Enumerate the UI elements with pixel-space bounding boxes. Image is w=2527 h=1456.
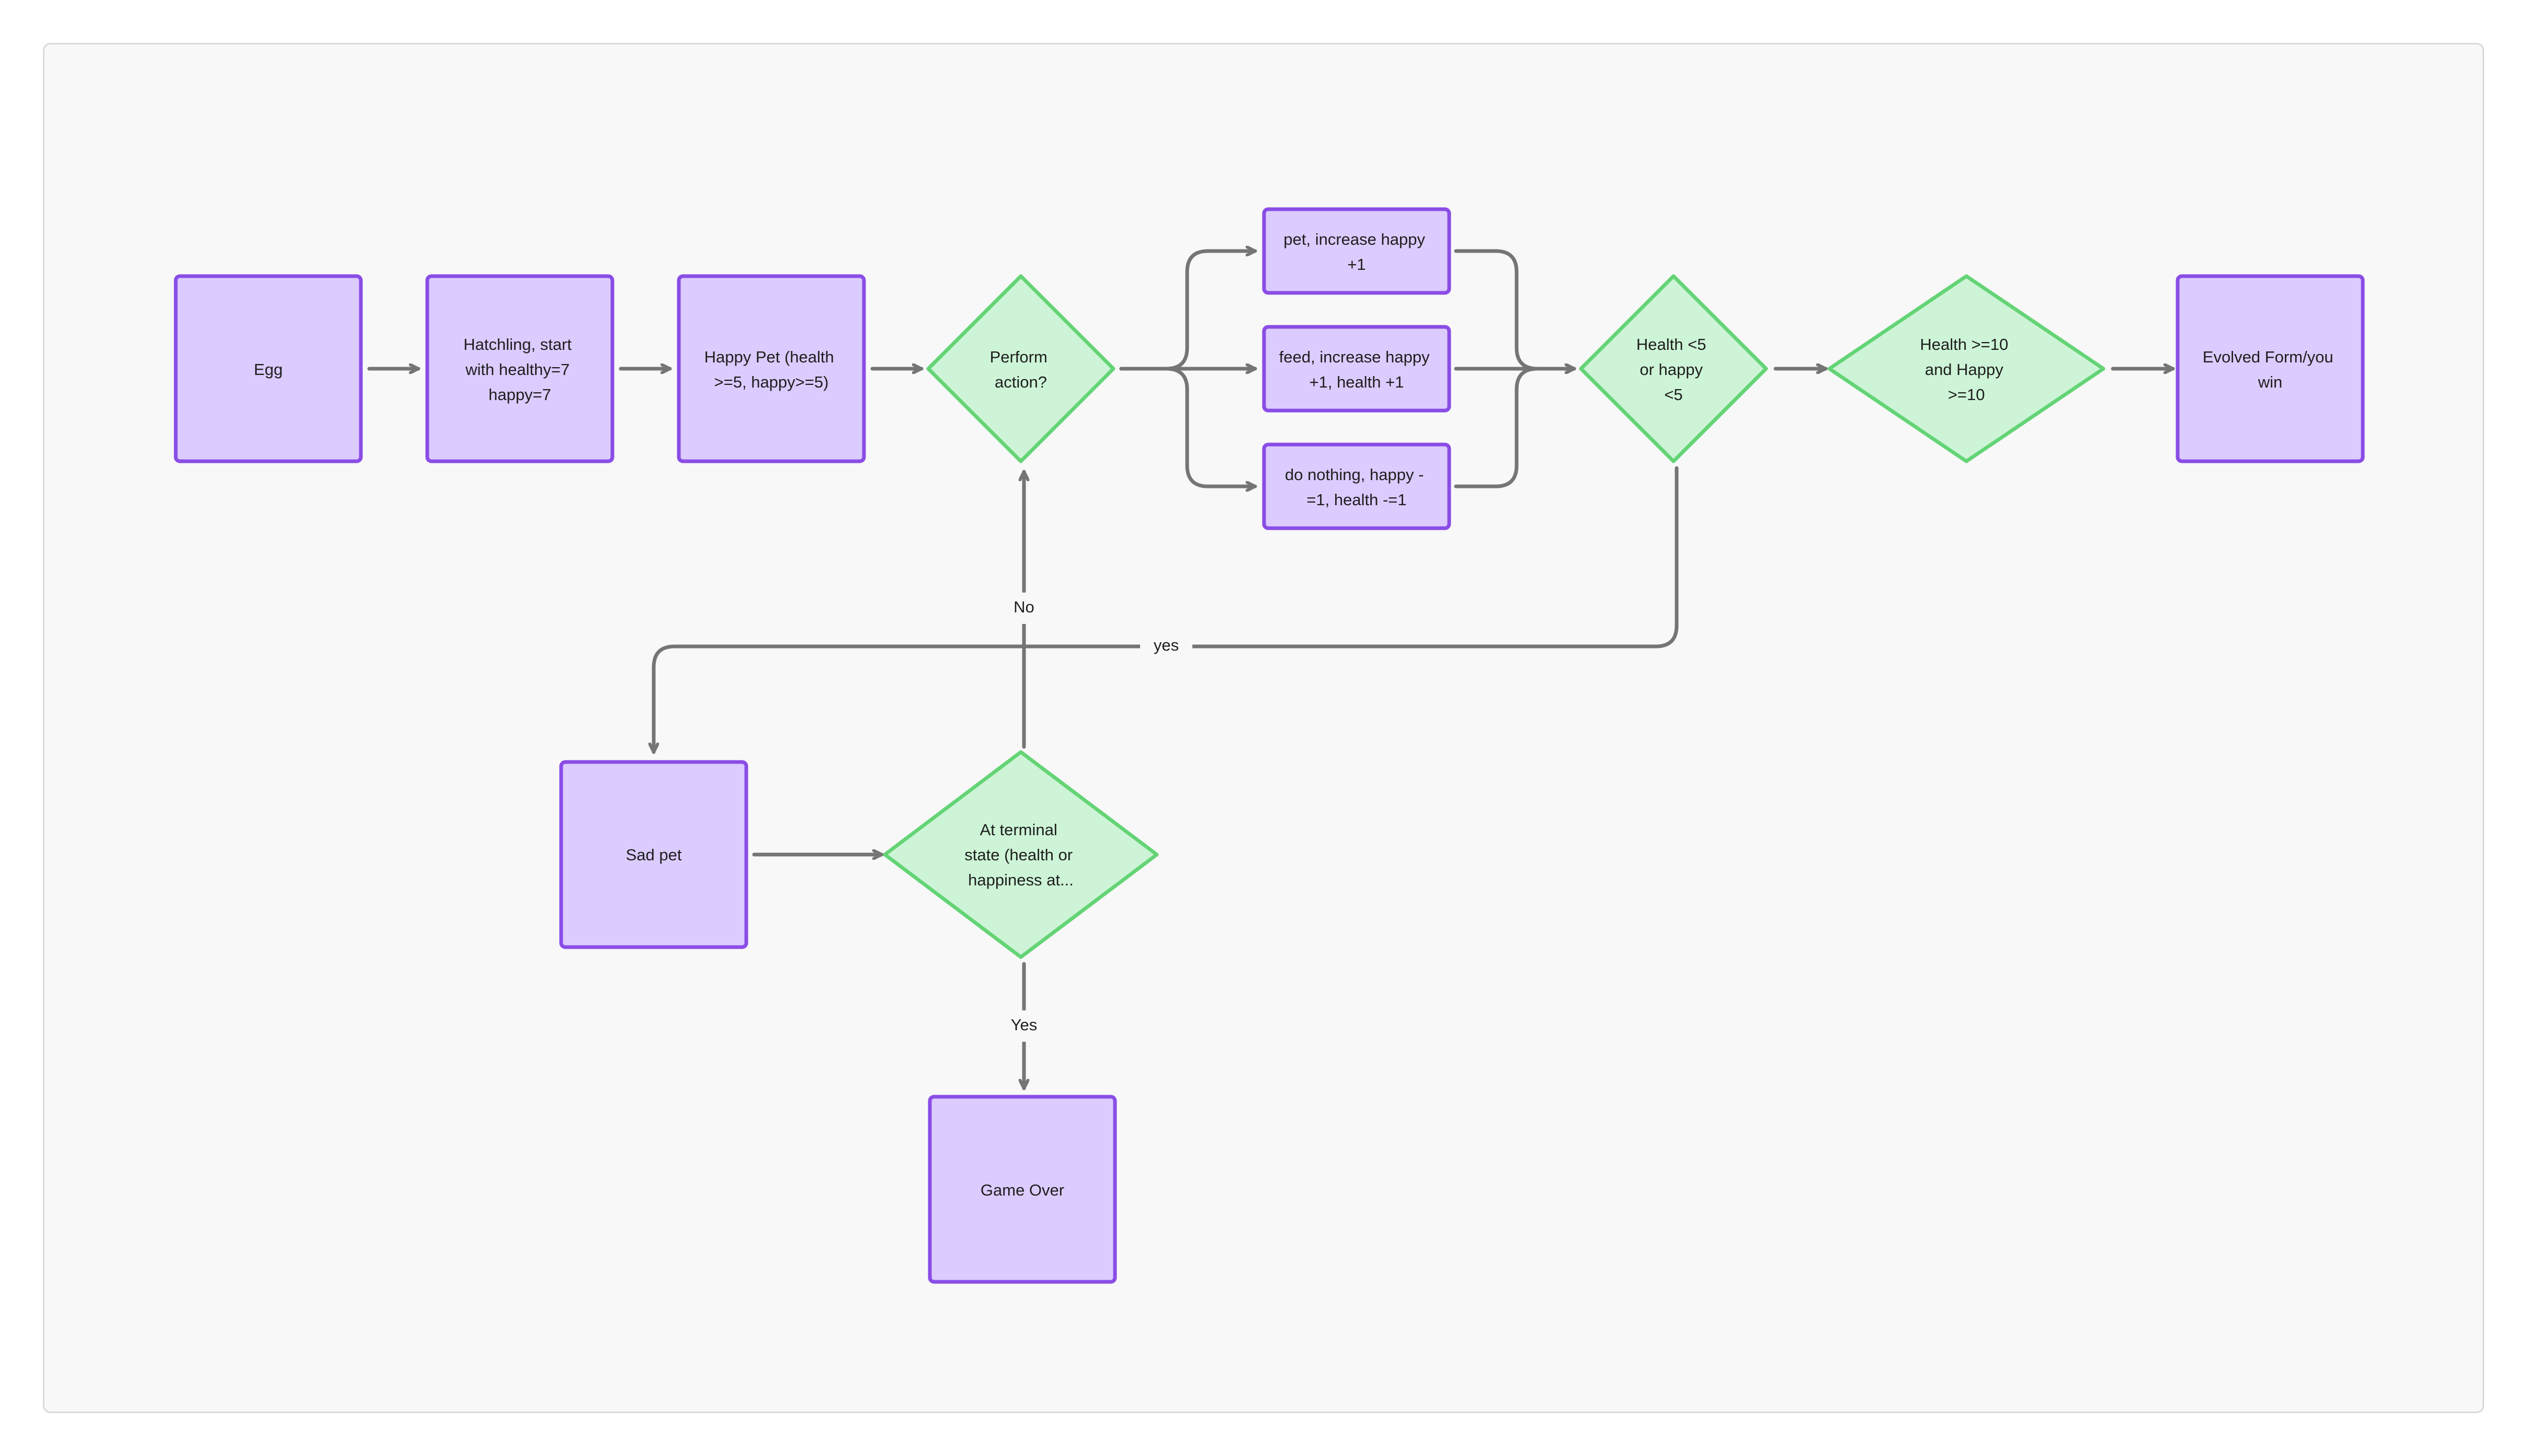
svg-text:Hatchling, start with he: Hatchling, start with healthy=7 happy=7: [463, 335, 576, 404]
node-feed-line-2: +1, health +1: [1310, 373, 1404, 391]
node-hatchling-line-1: Hatchling, start: [463, 335, 572, 354]
node-hatchling: Hatchling, start with healthy=7 happy=7: [425, 274, 614, 463]
edge-label-yes-lower: yes: [1154, 636, 1179, 654]
node-game-over: Game Over: [928, 1095, 1117, 1284]
node-do-nothing-line-2: =1, health -=1: [1306, 491, 1406, 509]
decision-win-check-line-1: Health >=10: [1920, 335, 2008, 354]
node-sad-pet: Sad pet: [559, 760, 748, 949]
node-hatchling-line-2: with healthy=7: [465, 360, 570, 379]
decision-win-check-line-2: and Happy: [1925, 360, 2004, 379]
decision-terminal-line-2: state (health or: [964, 846, 1073, 864]
node-pet-line-1: pet, increase happy: [1283, 230, 1425, 248]
svg-text:do nothing, happy - =1,: do nothing, happy - =1, health -=1: [1285, 465, 1428, 509]
svg-text:Egg: Egg: [254, 360, 282, 379]
svg-text:feed, increase happy +1,: feed, increase happy +1, health +1: [1279, 348, 1434, 391]
edge-health-sadpet: [654, 466, 1679, 754]
decision-win-check-line-3: >=10: [1948, 385, 1985, 404]
node-happy-pet-line-1: Happy Pet (health: [704, 348, 834, 366]
node-game-over-line-1: Game Over: [981, 1181, 1064, 1199]
node-happy-pet-line-2: >=5, happy>=5): [714, 373, 829, 391]
node-egg-line-1: Egg: [254, 360, 282, 379]
svg-text:Sad pet: Sad pet: [626, 846, 682, 864]
decision-perform-action-line-2: action?: [995, 373, 1047, 391]
node-sad-pet-line-1: Sad pet: [626, 846, 682, 864]
node-evolved: Evolved Form/you win: [2176, 274, 2365, 463]
node-egg: Egg: [174, 274, 363, 463]
edge-perform-donothing: [1119, 367, 1257, 486]
svg-text:Evolved Form/you win: Evolved Form/you win: [2203, 348, 2338, 391]
node-evolved-line-2: win: [2258, 373, 2283, 391]
svg-text:Happy Pet (health >=5, h: Happy Pet (health >=5, happy>=5): [704, 348, 839, 391]
decision-health-check-line-3: <5: [1664, 385, 1682, 404]
edge-label-yes-terminal: Yes: [1011, 1016, 1038, 1034]
decision-terminal-line-1: At terminal: [980, 821, 1057, 839]
svg-text:Game Over: Game Over: [981, 1181, 1064, 1199]
decision-health-check-line-2: or happy: [1640, 360, 1703, 379]
edge-label-no: No: [1014, 598, 1034, 616]
node-do-nothing: do nothing, happy - =1, health -=1: [1262, 442, 1451, 530]
decision-health-check: Health <5 or happy <5: [1579, 274, 1768, 463]
svg-text:Health >=10 and Happy: Health >=10 and Happy >=10: [1920, 335, 2013, 404]
node-feed-line-1: feed, increase happy: [1279, 348, 1430, 366]
svg-text:Health <5 or happy: Health <5 or happy <5: [1636, 335, 1711, 404]
edge-pet-health: [1454, 249, 1576, 369]
node-happy-pet: Happy Pet (health >=5, happy>=5): [677, 274, 866, 463]
node-evolved-line-1: Evolved Form/you: [2203, 348, 2334, 366]
decision-terminal-line-3: happiness at...: [968, 871, 1074, 889]
edge-donothing-health: [1454, 369, 1576, 488]
edge-perform-pet: [1119, 251, 1257, 371]
node-feed: feed, increase happy +1, health +1: [1262, 325, 1451, 413]
node-pet-line-2: +1: [1347, 255, 1365, 274]
node-do-nothing-line-1: do nothing, happy -: [1285, 465, 1424, 484]
decision-win-check: Health >=10 and Happy >=10: [1827, 274, 2105, 463]
decision-health-check-line-1: Health <5: [1636, 335, 1706, 354]
node-pet: pet, increase happy +1: [1262, 207, 1451, 295]
decision-perform-action-line-1: Perform: [990, 348, 1048, 366]
svg-text:At terminal state (healt: At terminal state (health or happiness a…: [964, 821, 1077, 889]
decision-terminal-state: At terminal state (health or happiness a…: [883, 750, 1159, 959]
svg-text:Perform action?: Perform action?: [990, 348, 1052, 391]
svg-text:pet, increase happy +1: pet, increase happy +1: [1283, 230, 1429, 274]
decision-perform-action: Perform action?: [926, 274, 1115, 463]
node-hatchling-line-3: happy=7: [488, 385, 551, 404]
